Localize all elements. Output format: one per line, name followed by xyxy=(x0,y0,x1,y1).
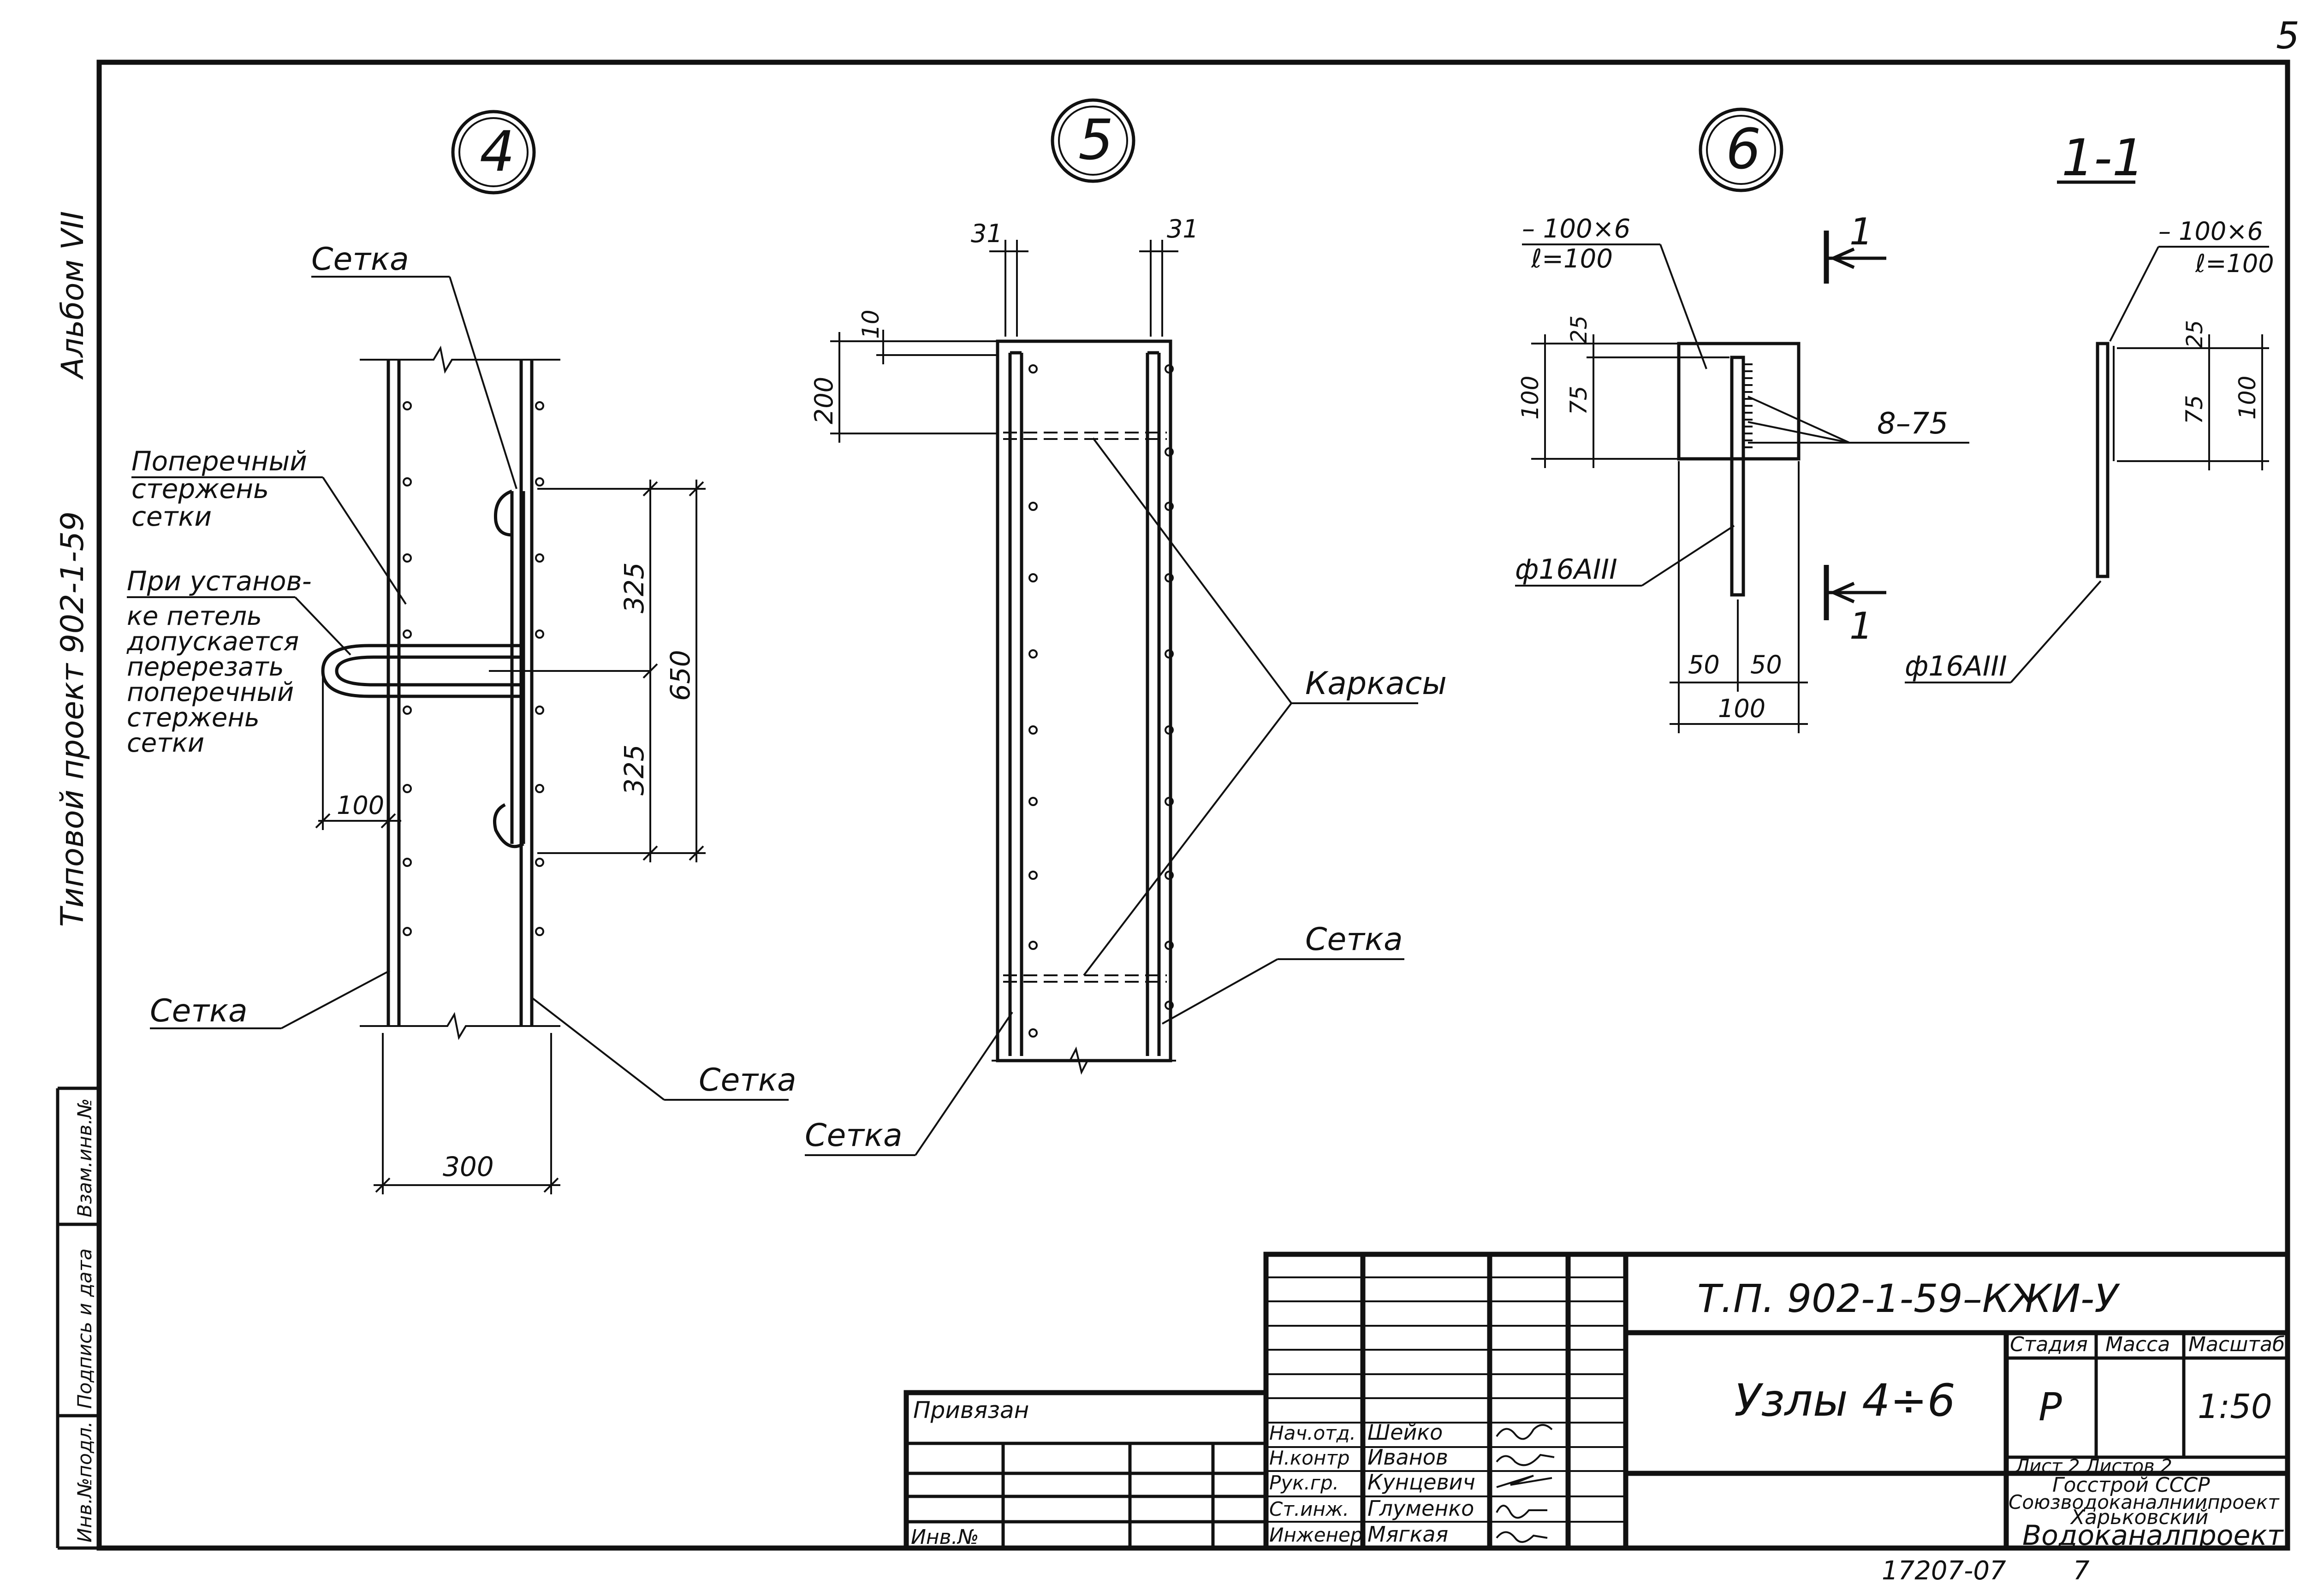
node-6-dim-75: 75 xyxy=(1565,386,1592,415)
tb-header-stage: Стадия xyxy=(2010,1333,2088,1356)
node-5-marker: 5 xyxy=(1078,108,1113,172)
tb-name-3: Кунцевич xyxy=(1367,1470,1475,1495)
section-dim-75: 75 xyxy=(2181,395,2208,424)
stamp-cell-replace: Взам.инв.№ xyxy=(73,1098,96,1217)
tb-role-2: Н.контр xyxy=(1269,1447,1350,1469)
node-6-dim-100v: 100 xyxy=(1517,376,1544,420)
node-4-note-3: допускается xyxy=(126,627,299,657)
node-5-dim-10: 10 xyxy=(857,309,884,339)
node-4-note-2: ке петель xyxy=(127,601,262,631)
tb-title: Узлы 4÷6 xyxy=(1734,1375,1955,1426)
node-5-dim-31b: 31 xyxy=(1167,214,1199,243)
node-6-label-weld: 8–75 xyxy=(1877,407,1948,441)
node-5-dim-31a: 31 xyxy=(971,219,1003,248)
node-6-label-plate-len: ℓ=100 xyxy=(1531,244,1613,274)
node-4-label-setka-right: Сетка xyxy=(699,1062,796,1098)
node-4: 4 Сетка Поперечный стержень сетки xyxy=(126,110,796,1194)
node-5-label-karkasy: Каркасы xyxy=(1305,665,1447,702)
node-4-note-1: При установ- xyxy=(127,565,312,597)
tb-role-4: Ст.инж. xyxy=(1269,1498,1349,1520)
node-5-dim-200: 200 xyxy=(809,377,838,424)
node-5-label-setka-bottom: Сетка xyxy=(805,1117,903,1154)
node-4-note-4: перерезать xyxy=(127,652,284,682)
node-4-dim-100: 100 xyxy=(337,791,384,820)
tb-name-4: Глуменко xyxy=(1367,1496,1474,1521)
node-4-marker: 4 xyxy=(480,120,515,184)
node-4-note-5: поперечный xyxy=(127,677,294,707)
section-label-plate-len: ℓ=100 xyxy=(2195,249,2274,278)
tb-org-1: Госстрой СССР xyxy=(2052,1473,2210,1497)
node-6-dim-25: 25 xyxy=(1566,315,1592,344)
node-4-note-7: сетки xyxy=(127,728,204,758)
section-title: 1-1 xyxy=(2062,128,2145,187)
node-6-label-plate: – 100×6 xyxy=(1522,214,1630,244)
node-4-dim-650: 650 xyxy=(665,650,696,701)
node-6-dim-100h: 100 xyxy=(1718,694,1765,723)
tb-org-4: Водоканалпроект xyxy=(2022,1519,2284,1552)
tb-header-mass: Масса xyxy=(2105,1333,2170,1356)
signatures xyxy=(1496,1424,1555,1543)
tb-scale: 1:50 xyxy=(2198,1387,2272,1426)
node-4-dim-325b: 325 xyxy=(618,744,650,795)
tb-header-scale: Масштаб xyxy=(2188,1333,2285,1356)
drawing-frame xyxy=(96,59,2290,1551)
node-4-dim-300: 300 xyxy=(443,1151,494,1182)
tb-role-3: Рук.гр. xyxy=(1269,1471,1339,1494)
tb-org-3: Харьковский xyxy=(2070,1506,2208,1529)
node-4-label-setka-left: Сетка xyxy=(150,993,248,1029)
node-4-note-6: стержень xyxy=(127,703,260,733)
section-1-1: 1-1 – 100×6 ℓ=100 25 75 100 ф16АIII xyxy=(1905,128,2274,683)
tb-name-5: Мягкая xyxy=(1367,1522,1448,1547)
tb-org-2: Союзводоканалниипроект xyxy=(2009,1491,2280,1513)
tb-name-2: Иванов xyxy=(1367,1445,1448,1470)
stamp-cell-inv: Инв.№подл. xyxy=(73,1421,96,1543)
node-5-marker-circle xyxy=(1051,98,1135,183)
node-6-dim-50a: 50 xyxy=(1688,650,1720,679)
tb-code: Т.П. 902-1-59–КЖИ-У xyxy=(1697,1276,2120,1321)
page-number: 5 xyxy=(2276,14,2300,57)
project-label: Типовой проект 902-1-59 xyxy=(54,511,91,927)
node-6: 6 1 1 – 100×6 ℓ=100 8–75 ф16АIII xyxy=(1515,107,1969,733)
node-4-marker-circle xyxy=(451,110,536,195)
tb-inv-label: Инв.№ xyxy=(911,1525,979,1549)
node-4-label-setka-top: Сетка xyxy=(311,241,409,278)
tb-privyazan: Привязан xyxy=(913,1397,1029,1424)
album-label: Альбом VII xyxy=(55,211,90,380)
node-6-label-bar: ф16АIII xyxy=(1515,553,1617,586)
title-block: Т.П. 902-1-59–КЖИ-У Узлы 4÷6 Стадия Масс… xyxy=(903,1252,2290,1552)
bottom-sheet: 7 xyxy=(2073,1556,2090,1586)
node-5-label-setka-right: Сетка xyxy=(1305,921,1403,958)
node-4-dim-325a: 325 xyxy=(618,562,650,613)
node-6-section-mark-top: 1 xyxy=(1849,210,1873,253)
section-dim-25: 25 xyxy=(2182,320,2208,348)
tb-role-5: Инженер xyxy=(1269,1524,1363,1546)
section-dim-100: 100 xyxy=(2234,376,2261,420)
section-label-bar: ф16АIII xyxy=(1905,650,2007,682)
node-5: 5 31 31 xyxy=(805,98,1447,1156)
node-6-marker-circle xyxy=(1699,107,1783,192)
node-4-poperechny-2: стержень xyxy=(131,473,269,504)
tb-sheet-info: Лист 2 Листов 2 xyxy=(2015,1456,2172,1477)
tb-name-1: Шейко xyxy=(1367,1420,1443,1445)
node-6-section-mark-bottom: 1 xyxy=(1849,605,1873,647)
stamp-cell-sign: Подпись и дата xyxy=(73,1248,96,1409)
section-label-plate: – 100×6 xyxy=(2158,217,2263,246)
node-6-dim-50b: 50 xyxy=(1750,650,1782,679)
side-stamp: Альбом VII Типовой проект 902-1-59 Взам.… xyxy=(54,211,101,1550)
node-4-poperechny-1: Поперечный xyxy=(131,445,307,477)
node-4-dots xyxy=(403,401,544,936)
node-6-marker: 6 xyxy=(1726,118,1761,182)
node-4-poperechny-3: сетки xyxy=(131,501,212,532)
bottom-code: 17207-07 xyxy=(1882,1556,2006,1586)
tb-role-1: Нач.отд. xyxy=(1269,1422,1356,1444)
tb-stage: Р xyxy=(2039,1384,2062,1430)
